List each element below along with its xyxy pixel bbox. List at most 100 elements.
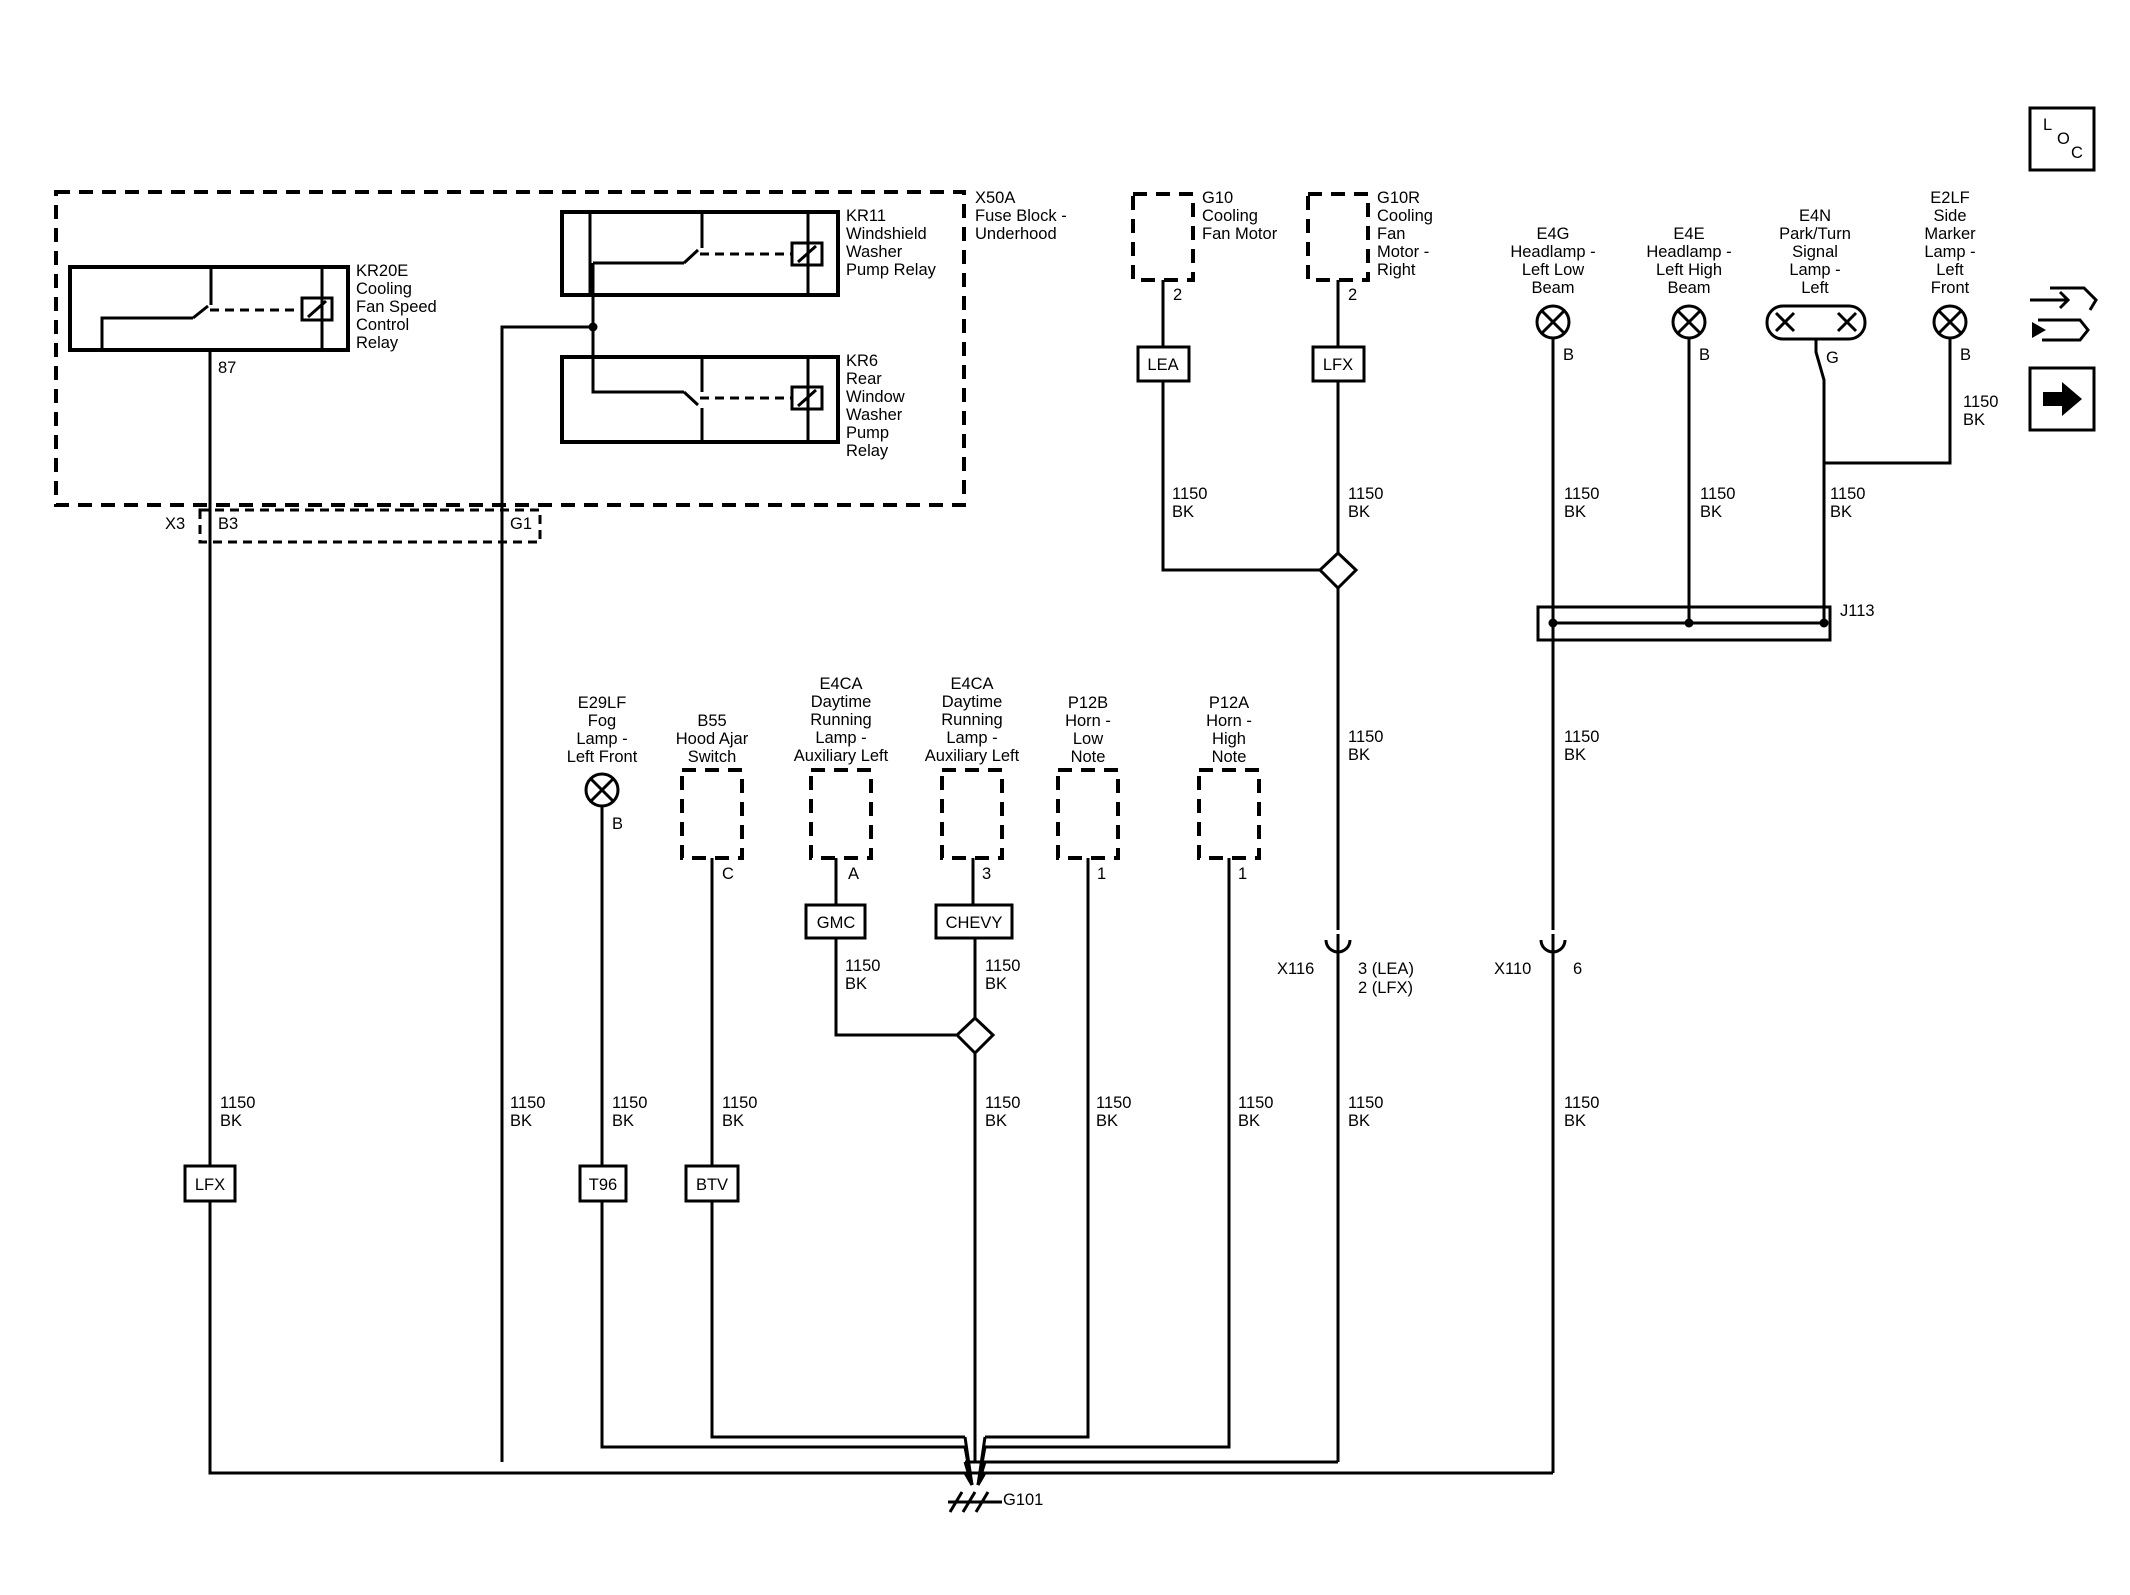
g10r-desc-1: Cooling	[1377, 207, 1433, 225]
loc-letter-l: L	[2043, 116, 2052, 134]
e4ca-b-pin: 3	[982, 865, 991, 883]
connector-x3: X3 B3 G1	[165, 508, 542, 544]
e29lf-desc-1: Fog	[588, 712, 616, 730]
x116-label: X116	[1277, 960, 1314, 978]
kr11-desc-2: Washer	[846, 243, 903, 261]
component-e4e: E4E Headlamp - Left High Beam B 1150 BK	[1646, 225, 1735, 623]
e4e-wire-label-1: 1150	[1700, 485, 1735, 503]
e4ca-a-wire-label-2: BK	[845, 975, 867, 993]
e4g-ref: E4G	[1536, 225, 1569, 243]
kr20e-desc-4: Relay	[356, 334, 399, 352]
g1-label: G1	[510, 515, 532, 533]
e4n-ref: E4N	[1799, 207, 1831, 225]
x110-label: X110	[1494, 960, 1531, 978]
drl-splice-label-2: BK	[985, 1112, 1007, 1130]
kr20e-ref: KR20E	[356, 262, 408, 280]
e29lf-wire-label-2: BK	[612, 1112, 634, 1130]
relay-kr11: KR11 Windshield Washer Pump Relay	[560, 207, 937, 297]
connector-end-view-icon[interactable]	[2030, 286, 2098, 342]
e4g-wire-label-1: 1150	[1564, 485, 1599, 503]
e4e-desc-1: Headlamp -	[1646, 243, 1731, 261]
component-e4g: E4G Headlamp - Left Low Beam B 1150 BK	[1510, 225, 1599, 930]
e4ca-a-ref: E4CA	[819, 675, 862, 693]
x3-label: X3	[165, 515, 185, 533]
g10-desc-2: Fan Motor	[1202, 225, 1278, 243]
e4g-desc-1: Headlamp -	[1510, 243, 1595, 261]
g10r-desc-3: Motor -	[1377, 243, 1429, 261]
kr20e-desc-1: Cooling	[356, 280, 412, 298]
g10r-wire-label-1: 1150	[1348, 485, 1383, 503]
wire-kr20e-label-2: BK	[220, 1112, 242, 1130]
component-p12a: P12A Horn - High Note 1 1150 BK	[985, 694, 1273, 1449]
e2lf-desc-5: Front	[1931, 279, 1970, 297]
e4g-pin: B	[1563, 346, 1574, 364]
component-p12b: P12B Horn - Low Note 1 1150 BK	[985, 694, 1131, 1439]
e2lf-pin: B	[1960, 346, 1971, 364]
option-t96: T96	[589, 1176, 617, 1194]
p12b-desc-2: Low	[1073, 730, 1103, 748]
e4e-ref: E4E	[1673, 225, 1704, 243]
e4e-wire-label-2: BK	[1700, 503, 1722, 521]
x116-wire-label-1: 1150	[1348, 1094, 1383, 1112]
kr6-desc-3: Washer	[846, 406, 903, 424]
splice-pack-j113: J113 1150 BK	[1536, 602, 1875, 764]
x50a-desc-1: Fuse Block -	[975, 207, 1067, 225]
arrow-right-icon[interactable]	[2028, 366, 2096, 432]
component-g10r: G10R Cooling Fan Motor - Right 2 LFX 115…	[1306, 189, 1433, 553]
component-e4n: E4N Park/Turn Signal Lamp - Left G 1150 …	[1765, 207, 1952, 623]
kr6-desc-5: Relay	[846, 442, 889, 460]
loc-letter-o: O	[2057, 130, 2070, 148]
ground-g101: G101	[948, 1436, 1043, 1513]
kr6-desc-1: Rear	[846, 370, 882, 388]
p12a-wire-label-1: 1150	[1238, 1094, 1273, 1112]
e4e-desc-3: Beam	[1667, 279, 1710, 297]
e29lf-pin: B	[612, 815, 623, 833]
j113-wire-label-1: 1150	[1564, 728, 1599, 746]
splice-fan: 1150 BK	[1317, 550, 1383, 930]
e4n-desc-3: Lamp -	[1789, 261, 1840, 279]
g10-wire-label-2: BK	[1172, 503, 1194, 521]
x116-wire-label-2: BK	[1348, 1112, 1370, 1130]
b55-wire-label-2: BK	[722, 1112, 744, 1130]
connector-x116: X116 3 (LEA) 2 (LFX) 1150 BK	[965, 934, 1414, 1464]
p12b-wire-label-2: BK	[1096, 1112, 1118, 1130]
drl-splice-label-1: 1150	[985, 1094, 1020, 1112]
kr20e-desc-3: Control	[356, 316, 409, 334]
b55-wire-label-1: 1150	[722, 1094, 757, 1112]
location-button[interactable]: L O C	[2028, 106, 2096, 172]
e29lf-desc-3: Left Front	[567, 748, 638, 766]
e4g-desc-2: Left Low	[1522, 261, 1584, 279]
p12a-desc-1: Horn -	[1206, 712, 1252, 730]
e4ca-a-wire-label-1: 1150	[845, 957, 880, 975]
x116-pin-2: 2 (LFX)	[1358, 979, 1413, 997]
g10-ref: G10	[1202, 189, 1233, 207]
e2lf-desc-2: Marker	[1924, 225, 1976, 243]
e4ca-b-ref: E4CA	[950, 675, 993, 693]
b55-pin: C	[722, 865, 734, 883]
relay-ground-wire	[500, 263, 598, 1462]
e4n-desc-2: Signal	[1792, 243, 1838, 261]
p12a-desc-2: High	[1212, 730, 1246, 748]
kr11-ref: KR11	[846, 207, 886, 225]
p12a-wire-label-2: BK	[1238, 1112, 1260, 1130]
wire-kr20e: 1150 BK LFX	[183, 350, 965, 1475]
e4ca-b-desc-2: Running	[941, 711, 1002, 729]
e4ca-b-desc-4: Auxiliary Left	[925, 747, 1020, 765]
wire-kr20e-label-1: 1150	[220, 1094, 255, 1112]
e4g-desc-3: Beam	[1531, 279, 1574, 297]
b55-desc-1: Hood Ajar	[676, 730, 749, 748]
e4g-wire-label-2: BK	[1564, 503, 1586, 521]
kr6-desc-4: Pump	[846, 424, 889, 442]
g10-wire-label-1: 1150	[1172, 485, 1207, 503]
e4n-pin: G	[1826, 349, 1839, 367]
e4ca-b-wire-label-1: 1150	[985, 957, 1020, 975]
component-g10: G10 Cooling Fan Motor 2 LEA 1150 BK	[1131, 189, 1322, 572]
kr6-desc-2: Window	[846, 388, 905, 406]
e2lf-wire-label-2: BK	[1963, 411, 1985, 429]
e4ca-a-desc-2: Running	[810, 711, 871, 729]
e4n-desc-1: Park/Turn	[1779, 225, 1851, 243]
option-lea: LEA	[1147, 356, 1178, 374]
e4ca-b-wire-label-2: BK	[985, 975, 1007, 993]
e4n-wire-label-1: 1150	[1830, 485, 1865, 503]
